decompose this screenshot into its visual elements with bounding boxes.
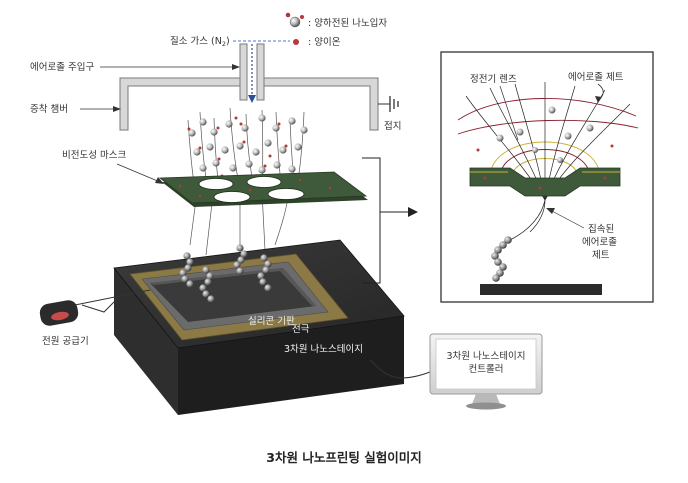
controller-label-line1: 3차원 나노스테이지 [447,350,526,362]
cation-icon [293,39,299,45]
focused-bead-chain [491,236,512,282]
flow-arrow-head [248,95,256,103]
printed-nanostructures [179,244,272,303]
figure-caption: 3차원 나노프린팅 실험이미지 [266,450,421,465]
inlet-tube-right [256,43,265,101]
nano-stage-3d [113,239,405,415]
inset-particles [476,106,614,163]
power-supply-label: 전원 공급기 [42,336,89,347]
nonconductive-mask [158,171,368,207]
focused-jet-label-line2: 에어로졸 [582,237,617,248]
charged-nanoparticles [187,114,308,189]
nitrogen-gas-label: 질소 가스 (N2) [170,35,230,48]
electrostatic-lens-label: 정전기 렌즈 [470,74,517,85]
legend-charged-nanoparticle: : 양하전된 나노입자 [308,17,387,29]
focused-jet-label-line1: 집속된 [588,223,614,235]
aerosol-jet-lines [457,98,639,135]
ground-label: 접지 [384,120,401,132]
power-supply [39,289,151,326]
controller-cable [369,359,431,379]
nano-stage-label: 3차원 나노스테이지 [284,343,363,355]
power-cable [69,289,151,307]
aerosol-inlet-label: 에어로졸 주입구 [30,61,94,73]
controller-monitor [369,333,543,410]
charged-nanoparticle-icon [285,12,304,28]
inlet-tube-left [239,43,248,101]
inset-substrate [480,284,602,295]
deposition-chamber-label: 증착 챔버 [30,103,68,115]
zoom-arrow-head [408,207,418,217]
controller-label-line2: 컨트롤러 [469,364,504,375]
aerosol-jet-label: 에어로졸 제트 [568,72,624,83]
zoom-bracket [362,157,412,284]
deposition-chamber [119,43,379,131]
legend-cation: : 양이온 [308,37,341,48]
ground-symbol [378,96,399,112]
nonconductive-mask-label: 비전도성 마스크 [62,150,126,161]
electrode-label: 전극 [292,324,310,335]
silicon-substrate-label: 실리콘 기판 [248,316,295,327]
legend: : 양하전된 나노입자 : 양이온 [285,12,387,48]
inset-panel [440,51,654,303]
focused-jet-label-line3: 제트 [592,250,610,261]
